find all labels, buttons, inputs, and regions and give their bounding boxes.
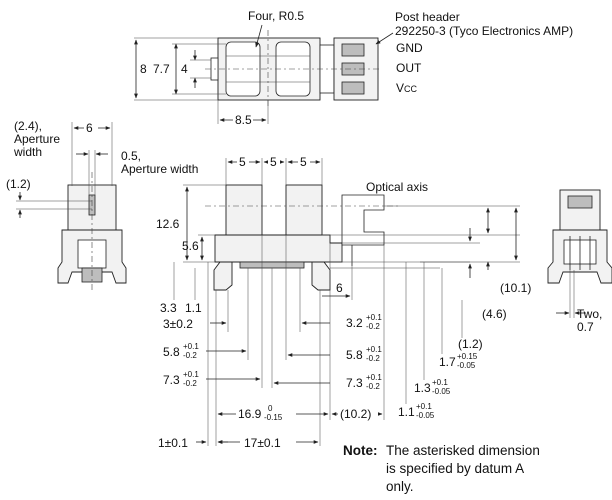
pitch-2: 5 [270, 155, 277, 169]
svg-text:+0.15: +0.15 [457, 352, 478, 361]
front-right-tower [285, 184, 323, 236]
top-view: Four, R0.5 Post header 292250-3 (Tyco El… [134, 9, 573, 127]
svg-text:+0.1: +0.1 [183, 342, 199, 351]
svg-text:+0.1: +0.1 [416, 402, 432, 411]
right-view: Two, 0.7 [547, 189, 612, 334]
aperture-width-label: Aperture width [121, 162, 198, 176]
dim-side-1-2: (1.2) [6, 177, 31, 191]
dim-7-3-left: 7.3 [163, 373, 180, 387]
dim-4-6: (4.6) [482, 307, 507, 321]
svg-text:+0.1: +0.1 [366, 373, 382, 382]
dim-1-1-right: 1.1 [398, 405, 415, 419]
svg-text:-0.2: -0.2 [183, 351, 197, 360]
dim-5-8-right: 5.8 [346, 348, 363, 362]
aperture-label-3: width [13, 145, 42, 159]
svg-text:-0.05: -0.05 [432, 387, 451, 396]
right-view-aperture [567, 195, 593, 209]
svg-text:+0.1: +0.1 [183, 370, 199, 379]
dim-16-9: 16.9 [238, 407, 262, 421]
note-line-2: is specified by datum A [386, 461, 524, 476]
svg-text:+0.1: +0.1 [366, 313, 382, 322]
dim-side-6: 6 [86, 121, 93, 135]
pin-label-vcc: VCC [396, 81, 418, 95]
dim-3-3: 3.3 [160, 301, 177, 315]
dim-7-3-right: 7.3 [346, 376, 363, 390]
dim-6: 6 [336, 281, 343, 295]
svg-text:-0.2: -0.2 [366, 382, 380, 391]
dim-3-2: 3.2 [346, 316, 363, 330]
side-view: (2.4), Aperture width 6 0.5, Aperture wi… [6, 119, 198, 290]
two-label: Two, [577, 307, 602, 321]
dim-10-2: (10.2) [340, 407, 371, 421]
pitch-3: 5 [300, 155, 307, 169]
svg-text:-0.05: -0.05 [416, 411, 435, 420]
dim-1-2-right: (1.2) [458, 337, 483, 351]
front-right-leg [311, 261, 331, 291]
front-left-leg [213, 261, 233, 291]
dim-4: 4 [181, 62, 188, 76]
dim-5-8-left: 5.8 [163, 345, 180, 359]
svg-text:-0.2: -0.2 [183, 379, 197, 388]
corner-radius-note: Four, R0.5 [248, 9, 304, 23]
dim-8: 8 [140, 62, 147, 76]
note-line-3: only. [386, 479, 414, 494]
dim-10-1: (10.1) [500, 281, 531, 295]
svg-text:+0.1: +0.1 [366, 345, 382, 354]
dim-1-7: 1.7 [439, 355, 456, 369]
aperture-width-value: 0.5, [121, 149, 141, 163]
dim-8-5: 8.5 [235, 113, 252, 127]
post-header-title: Post header [395, 10, 460, 24]
note-block: Note: The asterisked dimension is specif… [343, 443, 540, 494]
aperture-label-1: (2.4), [14, 119, 42, 133]
note-line-1: The asterisked dimension [386, 443, 540, 458]
front-header [341, 194, 385, 246]
front-left-tower [225, 184, 263, 236]
svg-text:+0.1: +0.1 [432, 378, 448, 387]
post-header-part: 292250-3 (Tyco Electronics AMP) [395, 24, 573, 38]
pin-label-out: OUT [396, 61, 422, 75]
svg-text:0: 0 [268, 404, 273, 413]
optical-axis-label: Optical axis [366, 180, 428, 194]
dim-3-tol: 3±0.2 [163, 317, 193, 331]
svg-text:-0.05: -0.05 [457, 361, 476, 370]
dim-7-7: 7.7 [153, 62, 170, 76]
dim-12-6: 12.6 [156, 217, 180, 231]
pin-label-gnd: GND [396, 41, 423, 55]
svg-text:-0.15: -0.15 [264, 413, 283, 422]
front-view: Optical axis 5 5 5 12.6 5.6 3.3 1.1 [156, 155, 531, 450]
front-center-slot [239, 261, 305, 269]
aperture-label-2: Aperture [14, 132, 60, 146]
header-pin-gnd [341, 43, 365, 57]
dim-17-tol: 17±0.1 [244, 436, 281, 450]
svg-text:-0.2: -0.2 [366, 322, 380, 331]
svg-text:-0.2: -0.2 [366, 354, 380, 363]
header-pin-vcc [341, 81, 365, 95]
dim-1-3: 1.3 [414, 381, 431, 395]
dim-1-tol: 1±0.1 [158, 436, 188, 450]
dim-5-6: 5.6 [182, 239, 199, 253]
two-value: 0.7 [577, 320, 594, 334]
front-body [214, 234, 343, 263]
note-label: Note: [343, 443, 378, 458]
dim-1-1: 1.1 [185, 301, 202, 315]
pitch-1: 5 [239, 155, 246, 169]
